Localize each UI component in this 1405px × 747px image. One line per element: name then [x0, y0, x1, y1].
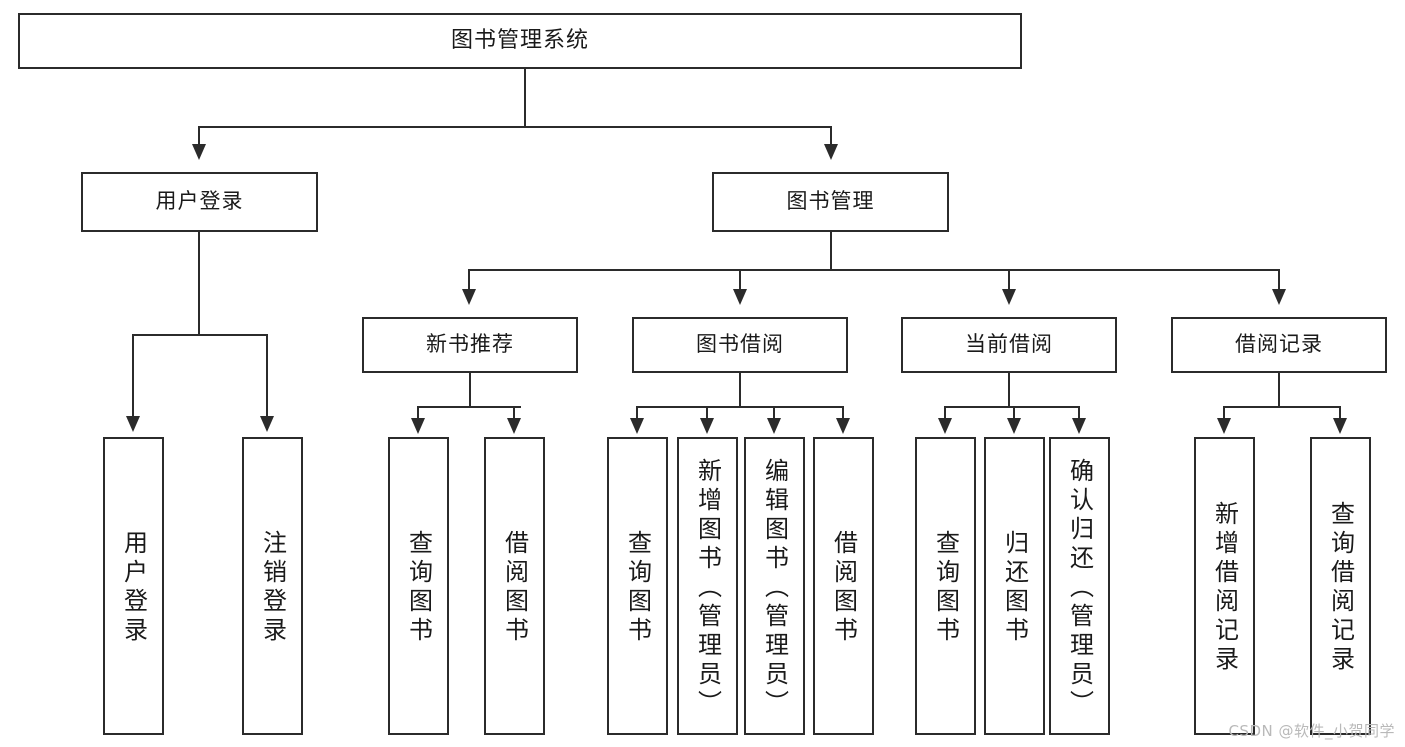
arrow-to-leaf-query-book-1 — [411, 418, 425, 434]
connector-book-manage-drop-2 — [739, 269, 741, 291]
leaf-add-borrow-record[interactable]: 新增借阅记录 — [1194, 437, 1255, 735]
connector-book-borrow-stem — [739, 373, 741, 407]
arrow-to-current-borrow — [1002, 289, 1016, 305]
connector-book-manage-drop-1 — [468, 269, 470, 291]
connector-root-bar — [198, 126, 832, 128]
node-book-manage[interactable]: 图书管理 — [712, 172, 949, 232]
connector-user-login-drop-2 — [266, 334, 268, 418]
connector-current-borrow-drop-1 — [944, 406, 946, 420]
node-label: 新书推荐 — [426, 332, 514, 357]
node-label: 借阅记录 — [1235, 332, 1323, 357]
connector-book-manage-drop-3 — [1008, 269, 1010, 291]
connector-book-borrow-drop-3 — [773, 406, 775, 420]
arrow-to-leaf-borrow-book-2 — [836, 418, 850, 434]
connector-new-book-stem — [469, 373, 471, 407]
csdn-watermark: CSDN @软件_小贺同学 — [1228, 722, 1395, 740]
arrow-to-leaf-return-book — [1007, 418, 1021, 434]
arrow-to-leaf-query-record — [1333, 418, 1347, 434]
node-current-borrow[interactable]: 当前借阅 — [901, 317, 1117, 373]
connector-current-borrow-bar — [944, 406, 1080, 408]
arrow-to-user-login — [192, 144, 206, 160]
arrow-to-new-book-recommend — [462, 289, 476, 305]
arrow-to-leaf-user-login — [126, 416, 140, 432]
connector-current-borrow-drop-2 — [1013, 406, 1015, 420]
leaf-logout[interactable]: 注销登录 — [242, 437, 303, 735]
leaf-query-book-new-recommend[interactable]: 查询图书 — [388, 437, 449, 735]
leaf-return-book[interactable]: 归还图书 — [984, 437, 1045, 735]
node-label: 用户登录 — [155, 189, 244, 214]
node-label: 图书管理 — [786, 189, 875, 214]
leaf-add-book-admin[interactable]: 新增图书（管理员） — [677, 437, 738, 735]
arrow-to-leaf-query-book-3 — [938, 418, 952, 434]
node-borrow-record[interactable]: 借阅记录 — [1171, 317, 1387, 373]
connector-root-drop-left — [198, 126, 200, 146]
node-label: 用户登录 — [119, 530, 148, 646]
node-label: 新增图书（管理员） — [693, 457, 722, 719]
node-label: 图书管理系统 — [450, 27, 589, 53]
leaf-confirm-return-admin[interactable]: 确认归还（管理员） — [1049, 437, 1110, 735]
arrow-to-leaf-edit-book — [767, 418, 781, 434]
arrow-to-leaf-borrow-book-1 — [507, 418, 521, 434]
connector-book-borrow-bar — [636, 406, 844, 408]
leaf-query-book-borrow[interactable]: 查询图书 — [607, 437, 668, 735]
arrow-to-leaf-logout — [260, 416, 274, 432]
arrow-to-borrow-record — [1272, 289, 1286, 305]
connector-book-borrow-drop-4 — [842, 406, 844, 420]
node-label: 借阅图书 — [500, 530, 529, 646]
connector-new-book-drop-1 — [417, 406, 419, 420]
node-root-system[interactable]: 图书管理系统 — [18, 13, 1022, 69]
leaf-query-book-current[interactable]: 查询图书 — [915, 437, 976, 735]
node-label: 查询图书 — [623, 530, 652, 646]
connector-new-book-bar — [417, 406, 521, 408]
node-label: 当前借阅 — [965, 332, 1053, 357]
connector-root-stem — [524, 69, 526, 127]
arrow-to-leaf-add-record — [1217, 418, 1231, 434]
connector-current-borrow-drop-3 — [1078, 406, 1080, 420]
arrow-to-leaf-add-book — [700, 418, 714, 434]
leaf-query-borrow-record[interactable]: 查询借阅记录 — [1310, 437, 1371, 735]
connector-user-login-stem — [198, 232, 200, 335]
node-label: 借阅图书 — [829, 530, 858, 646]
connector-book-manage-stem — [830, 232, 832, 270]
connector-new-book-drop-2 — [513, 406, 515, 420]
node-label: 图书借阅 — [696, 332, 784, 357]
leaf-borrow-book[interactable]: 借阅图书 — [813, 437, 874, 735]
arrow-to-leaf-confirm-return — [1072, 418, 1086, 434]
node-label: 新增借阅记录 — [1210, 501, 1239, 675]
node-label: 查询图书 — [404, 530, 433, 646]
node-label: 归还图书 — [1000, 530, 1029, 646]
connector-root-drop-right — [830, 126, 832, 146]
connector-borrow-record-drop-2 — [1339, 406, 1341, 420]
leaf-edit-book-admin[interactable]: 编辑图书（管理员） — [744, 437, 805, 735]
connector-book-borrow-drop-2 — [706, 406, 708, 420]
leaf-user-login[interactable]: 用户登录 — [103, 437, 164, 735]
node-book-borrow[interactable]: 图书借阅 — [632, 317, 848, 373]
connector-user-login-bar — [132, 334, 268, 336]
node-label: 确认归还（管理员） — [1065, 457, 1094, 719]
leaf-borrow-book-new-recommend[interactable]: 借阅图书 — [484, 437, 545, 735]
connector-borrow-record-bar — [1223, 406, 1341, 408]
connector-current-borrow-stem — [1008, 373, 1010, 407]
node-new-book-recommend[interactable]: 新书推荐 — [362, 317, 578, 373]
node-user-login[interactable]: 用户登录 — [81, 172, 318, 232]
connector-book-borrow-drop-1 — [636, 406, 638, 420]
node-label: 查询借阅记录 — [1326, 501, 1355, 675]
node-label: 查询图书 — [931, 530, 960, 646]
connector-book-manage-drop-4 — [1278, 269, 1280, 291]
arrow-to-leaf-query-book-2 — [630, 418, 644, 434]
connector-borrow-record-drop-1 — [1223, 406, 1225, 420]
arrow-to-book-borrow — [733, 289, 747, 305]
connector-user-login-drop-1 — [132, 334, 134, 418]
node-label: 注销登录 — [258, 530, 287, 646]
connector-borrow-record-stem — [1278, 373, 1280, 407]
node-label: 编辑图书（管理员） — [760, 457, 789, 719]
connector-book-manage-bar — [468, 269, 1280, 271]
arrow-to-book-manage — [824, 144, 838, 160]
